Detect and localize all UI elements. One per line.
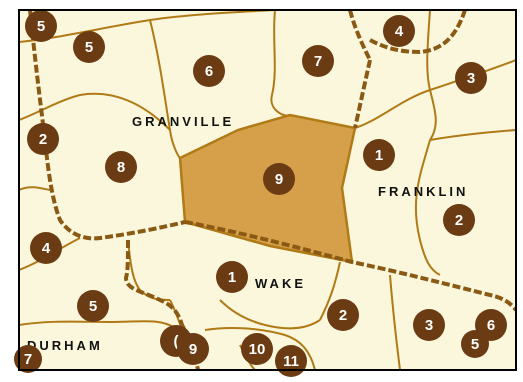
svg-text:5: 5 — [471, 336, 479, 353]
svg-text:5: 5 — [89, 298, 97, 315]
svg-text:8: 8 — [117, 159, 125, 176]
district-badge-4[interactable]: 4 — [30, 232, 62, 264]
county-label-franklin: FRANKLIN — [378, 184, 468, 199]
svg-text:2: 2 — [339, 307, 347, 324]
district-badge-3[interactable]: 3 — [455, 62, 487, 94]
svg-text:11: 11 — [283, 353, 299, 370]
svg-text:4: 4 — [42, 240, 51, 257]
svg-text:5: 5 — [37, 18, 45, 35]
svg-text:1: 1 — [375, 147, 383, 164]
district-badge-2[interactable]: 2 — [327, 299, 359, 331]
svg-text:2: 2 — [455, 212, 463, 229]
svg-text:6: 6 — [487, 317, 495, 334]
svg-text:10: 10 — [249, 341, 266, 358]
svg-text:4: 4 — [395, 23, 404, 40]
svg-text:7: 7 — [314, 53, 322, 70]
district-badge-8[interactable]: 8 — [105, 151, 137, 183]
svg-text:2: 2 — [39, 131, 47, 148]
district-badge-6[interactable]: 6 — [193, 55, 225, 87]
district-badge-10[interactable]: 10 — [241, 333, 273, 365]
county-label-granville: GRANVILLE — [132, 114, 234, 129]
county-label-wake: WAKE — [255, 276, 306, 291]
district-badge-1[interactable]: 1 — [216, 261, 248, 293]
svg-text:(: ( — [174, 333, 179, 350]
district-badge-5[interactable]: 5 — [461, 330, 489, 358]
district-badge-5[interactable]: 5 — [25, 10, 57, 42]
district-badge-9[interactable]: 9 — [177, 333, 209, 365]
district-badge-1[interactable]: 1 — [363, 139, 395, 171]
svg-text:3: 3 — [467, 70, 475, 87]
district-badge-2[interactable]: 2 — [443, 204, 475, 236]
district-badge-9[interactable]: 9 — [263, 163, 295, 195]
county-label-durham: DURHAM — [27, 338, 103, 353]
district-badge-2[interactable]: 2 — [27, 123, 59, 155]
svg-text:1: 1 — [228, 269, 236, 286]
svg-text:6: 6 — [205, 63, 213, 80]
map-frame — [18, 9, 517, 371]
district-badge-5[interactable]: 5 — [73, 31, 105, 63]
district-badge-4[interactable]: 4 — [383, 15, 415, 47]
svg-text:9: 9 — [275, 171, 283, 188]
district-badge-3[interactable]: 3 — [413, 309, 445, 341]
svg-text:3: 3 — [425, 317, 433, 334]
district-badge-11[interactable]: 11 — [275, 345, 307, 377]
district-badge-7[interactable]: 7 — [302, 45, 334, 77]
district-badge-7[interactable]: 7 — [14, 345, 42, 373]
svg-text:5: 5 — [85, 39, 93, 56]
svg-text:7: 7 — [24, 351, 32, 368]
district-badge-5[interactable]: 5 — [77, 290, 109, 322]
district-badges: 5 5 6 7 4 3 2 8 9 1 2 4 1 5 2 3 6 5 7 ( … — [14, 10, 507, 377]
svg-text:9: 9 — [189, 341, 197, 358]
